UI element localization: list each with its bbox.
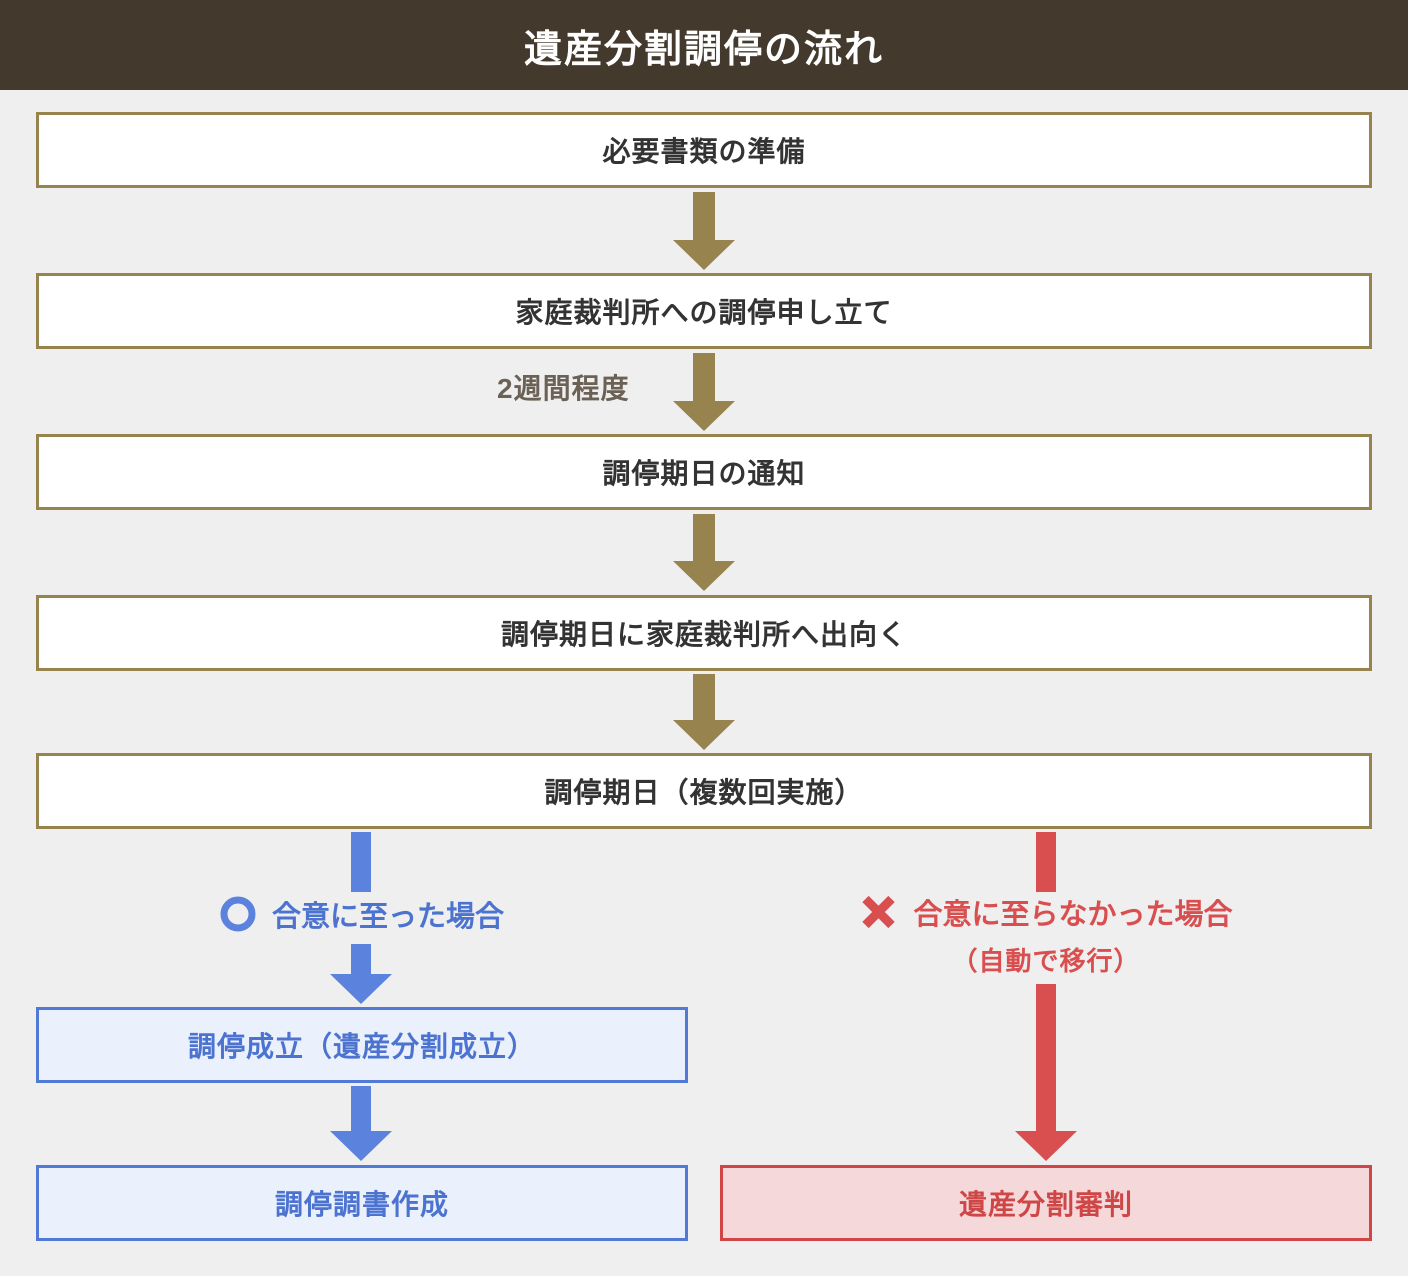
down-arrow-icon [673, 514, 735, 591]
box-record-creation: 調停調書作成 [36, 1165, 688, 1241]
step-box-file-mediation: 家庭裁判所への調停申し立て [36, 273, 1372, 349]
arrow-shaft [693, 674, 715, 720]
agree-branch-line [351, 832, 371, 892]
arrow-head [673, 720, 735, 750]
agree-condition-text: 合意に至った場合 [271, 901, 505, 933]
disagree-condition-label: 合意に至らなかった場合 [859, 891, 1233, 933]
step-box-date-notice: 調停期日の通知 [36, 434, 1372, 510]
down-arrow-icon [673, 674, 735, 750]
down-arrow-icon [673, 192, 735, 270]
arrow-shaft [693, 192, 715, 240]
step-box-mediation-sessions: 調停期日（複数回実施） [36, 753, 1372, 829]
interval-label: 2週間程度 [497, 373, 630, 404]
agree-condition-label: 合意に至った場合 [220, 893, 504, 935]
down-arrow-icon [330, 944, 392, 1004]
arrow-head [673, 401, 735, 431]
disagree-branch-line [1036, 832, 1056, 892]
arrow-head [330, 974, 392, 1004]
disagree-condition-text: 合意に至らなかった場合 [913, 899, 1233, 931]
arrow-head [673, 240, 735, 270]
arrow-shaft [693, 353, 715, 401]
step-box-visit-court: 調停期日に家庭裁判所へ出向く [36, 595, 1372, 671]
arrow-shaft [351, 1086, 371, 1131]
box-mediation-established: 調停成立（遺産分割成立） [36, 1007, 688, 1083]
disagree-note: （自動で移行） [951, 946, 1141, 976]
down-arrow-icon [1015, 984, 1077, 1161]
circle-icon [220, 896, 256, 932]
box-division-judgment: 遺産分割審判 [720, 1165, 1372, 1241]
arrow-shaft [693, 514, 715, 561]
arrow-shaft [1036, 984, 1056, 1131]
down-arrow-icon [330, 1086, 392, 1161]
header: 遺産分割調停の流れ [0, 0, 1408, 90]
arrow-head [1015, 1131, 1077, 1161]
arrow-head [330, 1131, 392, 1161]
arrow-head [673, 561, 735, 591]
step-box-prepare-documents: 必要書類の準備 [36, 112, 1372, 188]
page-title: 遺産分割調停の流れ [523, 28, 884, 71]
x-icon [862, 895, 895, 929]
down-arrow-icon [673, 353, 735, 431]
arrow-shaft [351, 944, 371, 974]
